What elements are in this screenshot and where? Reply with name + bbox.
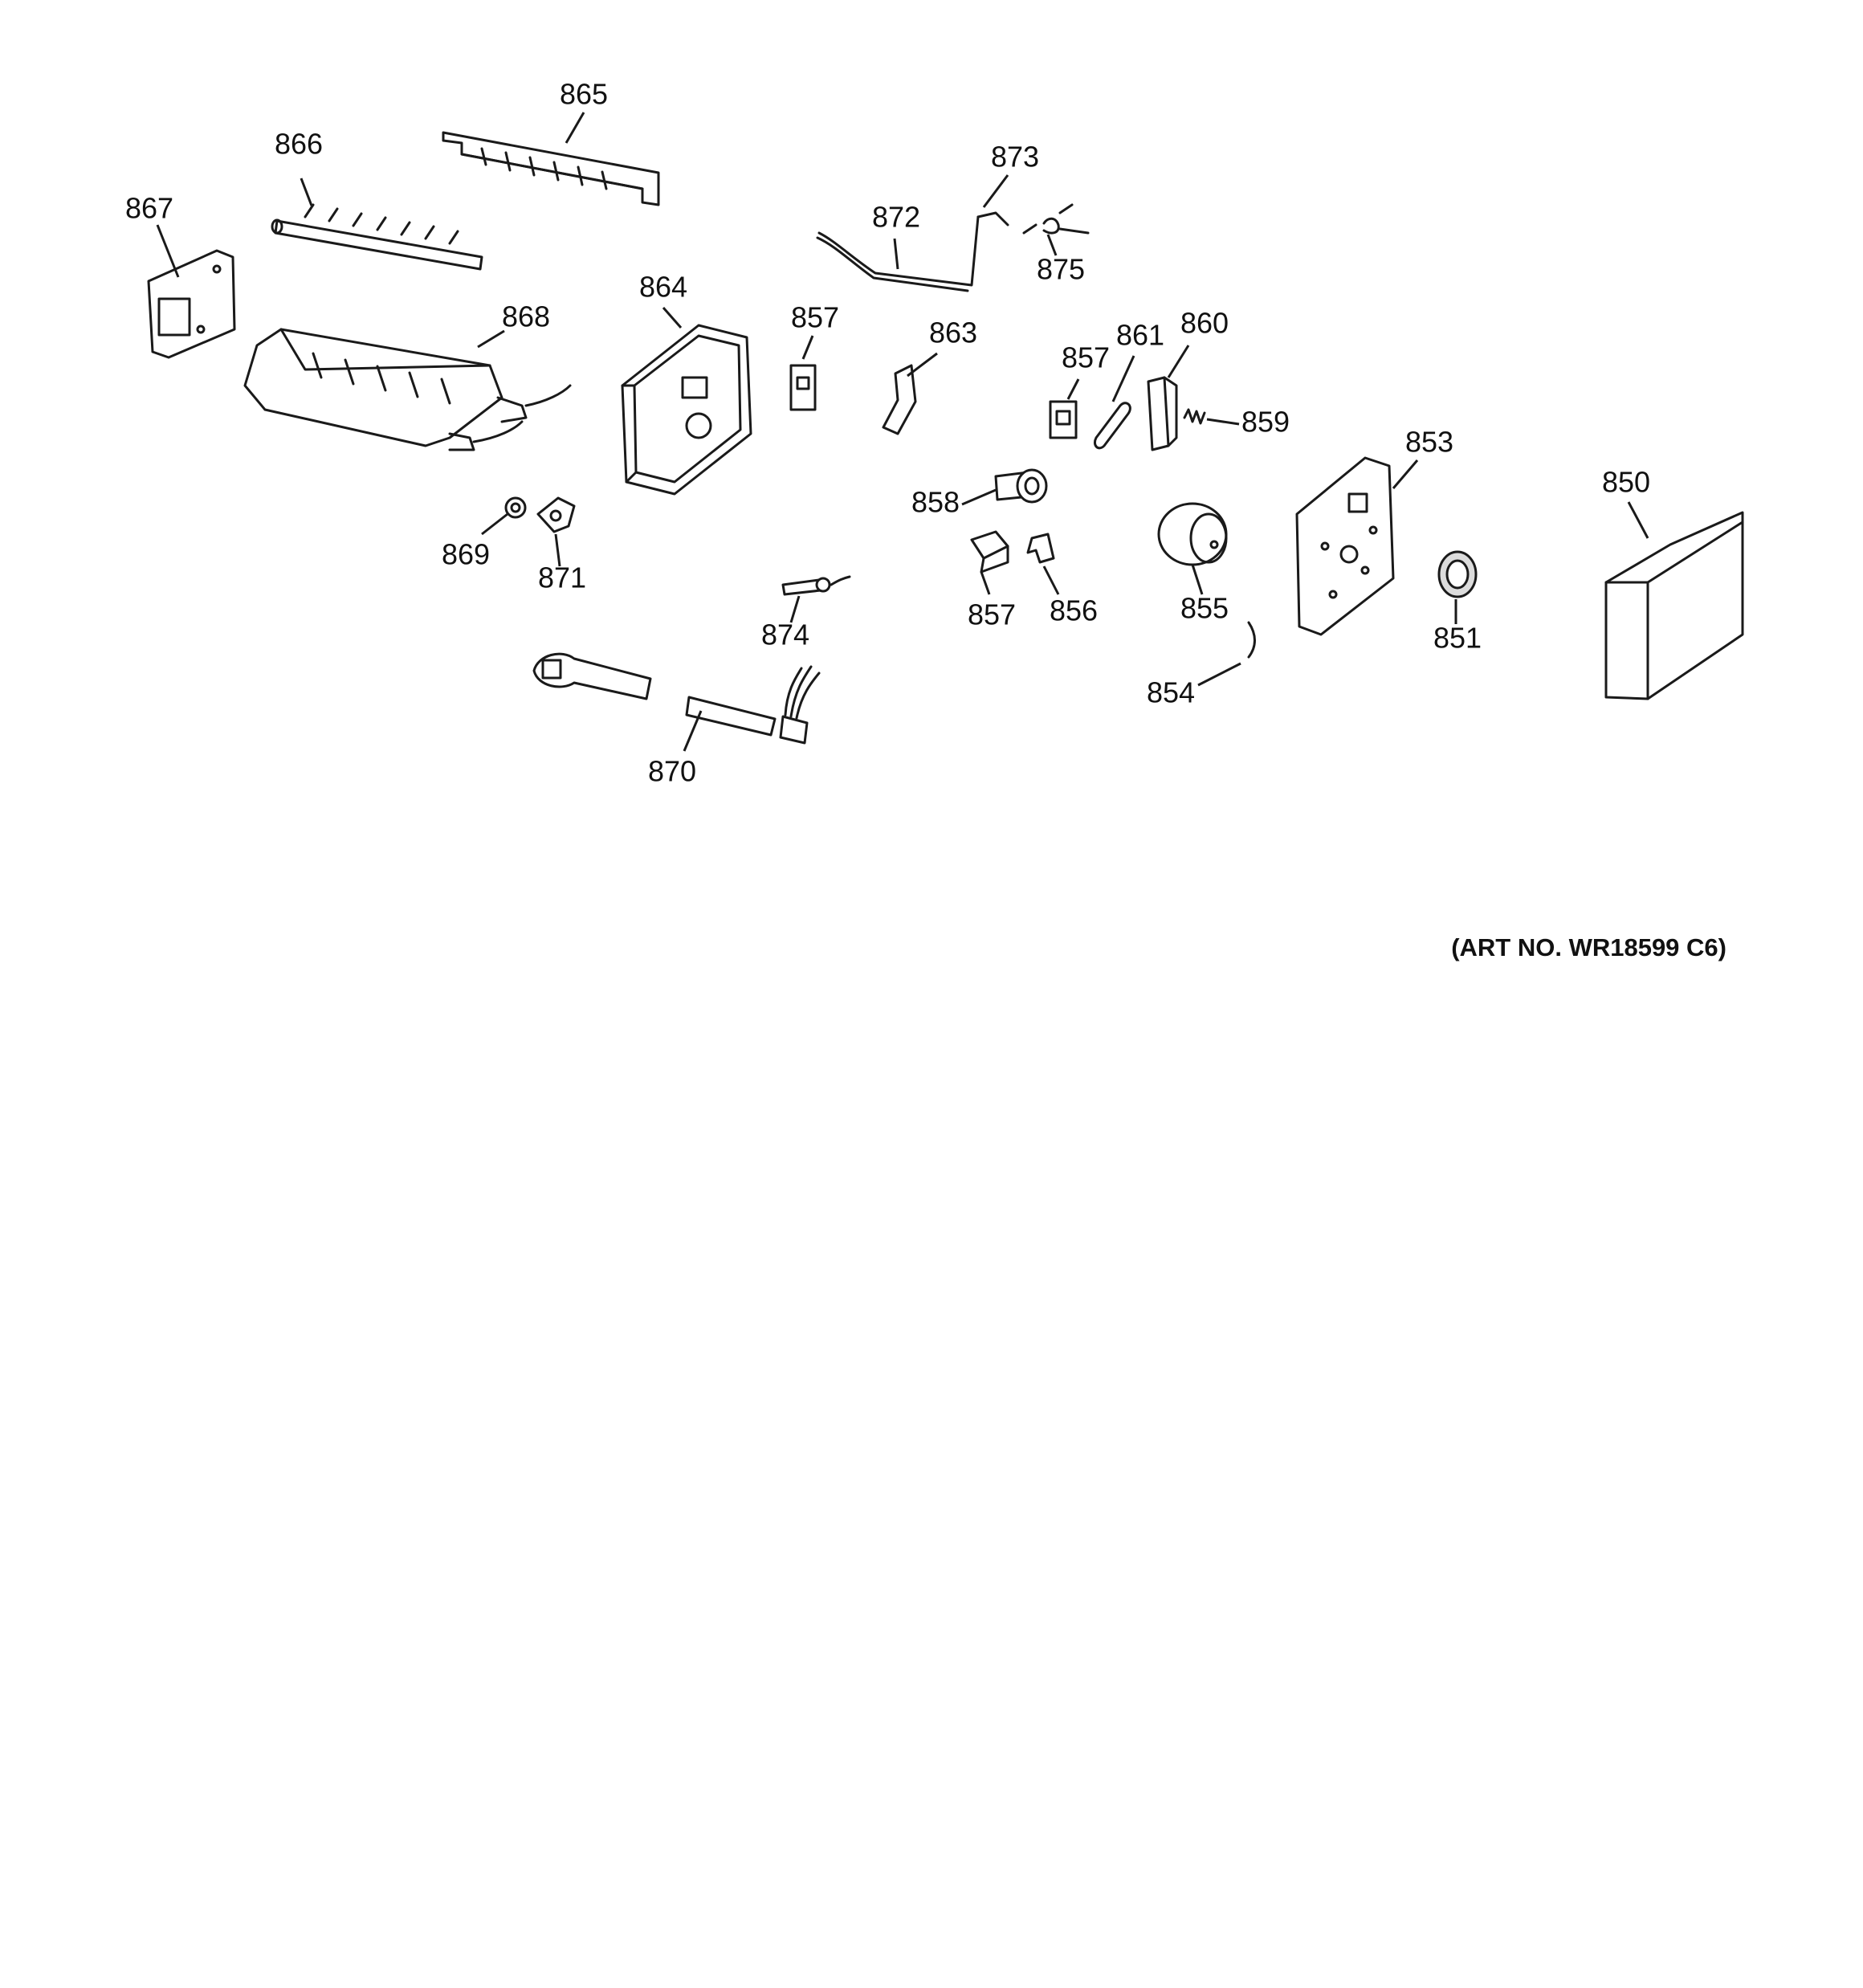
part-855-drawing bbox=[1157, 502, 1228, 566]
callout-875: 875 bbox=[1037, 253, 1085, 286]
callout-857b: 857 bbox=[1062, 341, 1110, 374]
leader-872 bbox=[893, 238, 899, 270]
leader-870 bbox=[683, 710, 703, 752]
part-863-drawing bbox=[882, 364, 917, 435]
leader-875 bbox=[1046, 234, 1058, 256]
leader-868 bbox=[477, 329, 505, 349]
part-859-drawing bbox=[1183, 408, 1206, 425]
callout-872: 872 bbox=[872, 201, 920, 234]
part-857c-drawing bbox=[970, 530, 1009, 574]
leader-873 bbox=[982, 174, 1009, 208]
part-858-drawing bbox=[994, 468, 1048, 504]
leader-863 bbox=[907, 352, 938, 378]
callout-870: 870 bbox=[648, 755, 696, 788]
part-861-drawing bbox=[1093, 402, 1131, 450]
part-871-drawing bbox=[536, 496, 576, 533]
part-857b-drawing bbox=[1049, 400, 1078, 439]
part-874-drawing bbox=[781, 575, 851, 596]
part-865-drawing bbox=[442, 131, 660, 206]
leader-860 bbox=[1167, 345, 1190, 378]
callout-850: 850 bbox=[1602, 466, 1650, 499]
part-856-drawing bbox=[1026, 533, 1055, 564]
leader-855 bbox=[1191, 564, 1204, 595]
callout-860: 860 bbox=[1180, 307, 1229, 340]
part-872-drawing bbox=[816, 211, 1009, 292]
callout-869: 869 bbox=[442, 538, 490, 571]
leader-866 bbox=[300, 178, 313, 206]
part-864-drawing bbox=[621, 324, 752, 496]
leader-857c bbox=[980, 571, 991, 595]
leader-856 bbox=[1042, 565, 1060, 595]
art-number-label: (ART NO. WR18599 C6) bbox=[1451, 933, 1726, 961]
part-860-drawing bbox=[1147, 376, 1178, 451]
callout-867: 867 bbox=[125, 192, 173, 225]
callout-856: 856 bbox=[1050, 594, 1098, 627]
part-875-drawing bbox=[1022, 203, 1090, 235]
leader-857b bbox=[1066, 378, 1080, 400]
part-870-drawing bbox=[532, 652, 821, 745]
leader-858 bbox=[961, 488, 997, 506]
callout-855: 855 bbox=[1180, 592, 1229, 625]
callout-labels: 865 866 867 868 864 857 863 872 873 875 … bbox=[125, 78, 1650, 788]
callout-858: 858 bbox=[911, 486, 960, 519]
leader-853 bbox=[1392, 459, 1419, 489]
callout-868: 868 bbox=[502, 300, 550, 333]
part-869-drawing bbox=[504, 496, 527, 519]
leader-857a bbox=[801, 335, 814, 360]
leader-874 bbox=[789, 595, 801, 623]
part-868-drawing bbox=[243, 328, 572, 451]
callout-853: 853 bbox=[1405, 426, 1453, 459]
callout-873: 873 bbox=[991, 141, 1039, 173]
part-866-drawing bbox=[271, 203, 483, 271]
leader-lines bbox=[156, 112, 1649, 752]
leader-865 bbox=[565, 112, 585, 144]
leader-854 bbox=[1197, 662, 1241, 687]
leader-861 bbox=[1111, 355, 1135, 402]
leader-864 bbox=[662, 307, 683, 329]
callout-866: 866 bbox=[275, 128, 323, 161]
callout-857c: 857 bbox=[968, 598, 1016, 631]
callout-865: 865 bbox=[560, 78, 608, 111]
part-850-drawing bbox=[1604, 511, 1744, 700]
part-867-drawing bbox=[147, 249, 236, 359]
callout-859: 859 bbox=[1241, 406, 1290, 439]
callout-863: 863 bbox=[929, 316, 977, 349]
leader-850 bbox=[1627, 501, 1649, 539]
callout-854: 854 bbox=[1147, 676, 1195, 709]
part-851-drawing bbox=[1437, 550, 1478, 598]
callout-861: 861 bbox=[1116, 319, 1164, 352]
part-857a-drawing bbox=[789, 364, 817, 411]
callout-851: 851 bbox=[1433, 622, 1482, 655]
leader-867 bbox=[156, 224, 180, 278]
leader-859 bbox=[1206, 418, 1240, 426]
callout-857a: 857 bbox=[791, 301, 839, 334]
part-853-drawing bbox=[1295, 456, 1395, 636]
callout-864: 864 bbox=[639, 271, 687, 304]
leader-869 bbox=[481, 512, 508, 536]
leader-871 bbox=[554, 533, 561, 567]
callout-871: 871 bbox=[538, 561, 586, 594]
callout-874: 874 bbox=[761, 618, 809, 651]
part-854-drawing bbox=[1247, 621, 1256, 659]
